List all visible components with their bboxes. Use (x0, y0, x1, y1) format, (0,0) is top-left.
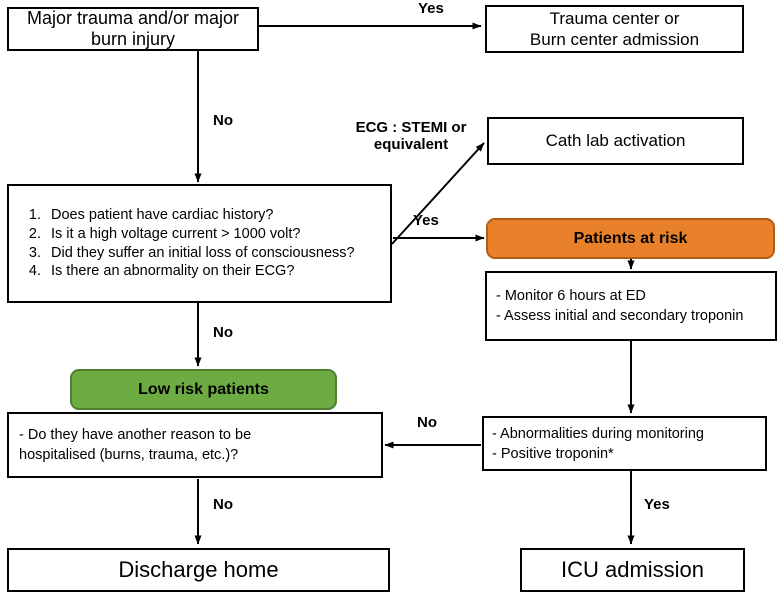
edge-label-monitoring-no: No (417, 414, 437, 431)
node-low-risk-patients[interactable]: Low risk patients (70, 369, 337, 410)
edge-label-trauma-yes: Yes (418, 0, 444, 17)
question-item: Is there an abnormality on their ECG? (45, 262, 355, 281)
node-cath-lab[interactable]: Cath lab activation (487, 117, 744, 165)
edge-label-risk-yes: Yes (413, 212, 439, 229)
node-major-trauma[interactable]: Major trauma and/or major burn injury (7, 7, 259, 51)
node-hospitalised-question[interactable]: - Do they have another reason to be hosp… (7, 412, 383, 478)
node-icu-admission-label: ICU admission (560, 557, 705, 582)
node-patients-at-risk[interactable]: Patients at risk (486, 218, 775, 259)
node-monitoring-plan[interactable]: - Monitor 6 hours at ED - Assess initial… (485, 271, 777, 341)
node-discharge-home-label: Discharge home (118, 557, 279, 582)
edge-label-ecg-stemi: ECG : STEMI or equivalent (355, 119, 467, 153)
node-discharge-home[interactable]: Discharge home (7, 548, 390, 592)
node-major-trauma-label: Major trauma and/or major burn injury (26, 8, 240, 49)
node-hospitalised-question-label: - Do they have another reason to be hosp… (19, 427, 252, 463)
question-item: Did they suffer an initial loss of consc… (45, 244, 355, 263)
node-low-risk-patients-label: Low risk patients (138, 380, 269, 398)
edge-label-monitoring-yes: Yes (644, 496, 670, 513)
node-trauma-center-label: Trauma center or Burn center admission (529, 8, 700, 49)
node-screening-questions[interactable]: Does patient have cardiac history? Is it… (7, 184, 392, 303)
node-abnormalities-label: - Abnormalities during monitoring - Posi… (492, 425, 704, 462)
screening-question-list: Does patient have cardiac history? Is it… (15, 206, 355, 281)
edge-label-trauma-no: No (213, 112, 233, 129)
question-item: Does patient have cardiac history? (45, 206, 355, 225)
node-monitoring-plan-label: - Monitor 6 hours at ED - Assess initial… (496, 288, 744, 324)
question-item: Is it a high voltage current > 1000 volt… (45, 225, 355, 244)
node-icu-admission[interactable]: ICU admission (520, 548, 745, 592)
node-trauma-center[interactable]: Trauma center or Burn center admission (485, 5, 744, 53)
node-cath-lab-label: Cath lab activation (545, 131, 686, 150)
edge-label-hospitalised-no: No (213, 496, 233, 513)
node-abnormalities[interactable]: - Abnormalities during monitoring - Posi… (482, 416, 767, 471)
node-patients-at-risk-label: Patients at risk (573, 229, 688, 247)
edge-label-risk-no: No (213, 324, 233, 341)
